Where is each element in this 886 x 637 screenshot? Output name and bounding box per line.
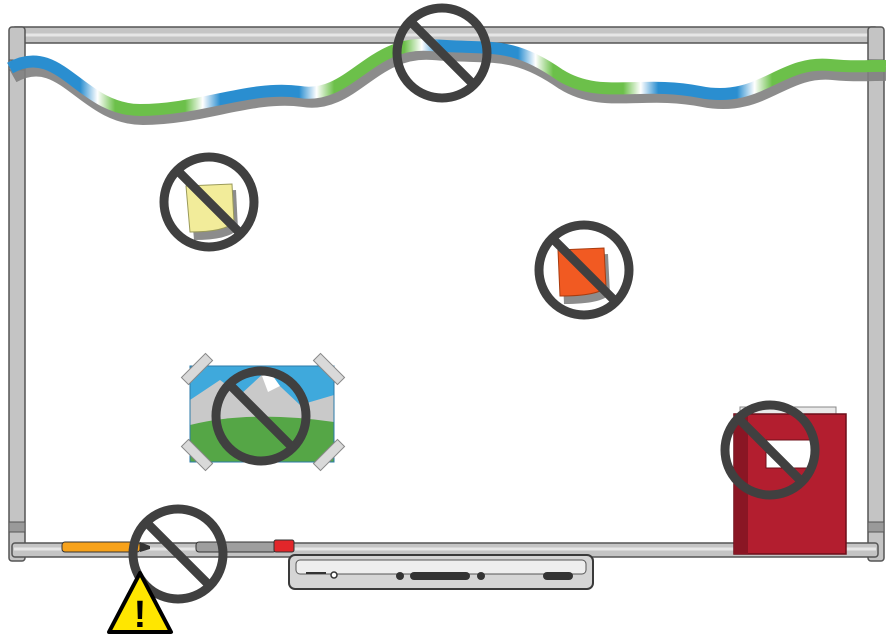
marker-red [273, 539, 295, 553]
warning-triangle-icon: ! [107, 571, 173, 636]
whiteboard-left-frame [8, 26, 26, 562]
pen-tray [288, 554, 594, 590]
pen-tray-button[interactable] [410, 572, 470, 580]
tape-pieces [180, 352, 346, 472]
streamer [7, 38, 886, 126]
marker-grey [195, 541, 277, 553]
prohibition-signs [128, 3, 820, 604]
pen-tray-button[interactable] [477, 572, 485, 580]
whiteboard-right-frame [867, 26, 885, 562]
prohibit-icon [211, 366, 311, 466]
pen-tray-color-buttons [396, 572, 573, 580]
warning-symbol: ! [134, 594, 147, 636]
prohibit-icon [159, 152, 259, 252]
whiteboard [8, 26, 885, 562]
prohibit-icon [720, 400, 820, 500]
prohibit-icon [392, 3, 492, 103]
marker-orange [61, 541, 141, 553]
pen-tray-button[interactable] [330, 571, 338, 579]
pen-tray-button[interactable] [543, 572, 573, 580]
tray-markers [61, 539, 295, 553]
taped-picture [180, 352, 346, 472]
pen-tray-button[interactable] [396, 572, 404, 580]
prohibit-icon [534, 220, 634, 320]
prohibit-icon [128, 504, 228, 604]
